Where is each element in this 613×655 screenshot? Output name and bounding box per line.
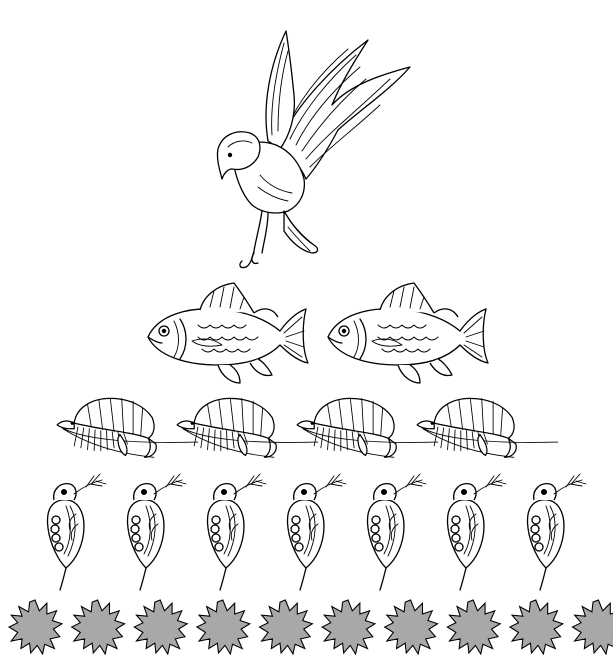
phytoplankton-icon bbox=[447, 600, 500, 654]
shrimp-icon bbox=[417, 398, 558, 457]
shrimp-icon bbox=[177, 398, 318, 457]
phytoplankton-icon bbox=[134, 600, 187, 654]
water-flea-icon bbox=[128, 474, 186, 590]
phytoplankton-icon bbox=[510, 600, 563, 654]
shrimp-level bbox=[57, 398, 558, 457]
fish-icon bbox=[328, 283, 488, 383]
shrimp-icon bbox=[297, 398, 438, 457]
water-flea-icon bbox=[368, 474, 426, 590]
phytoplankton-icon bbox=[72, 600, 125, 654]
water-flea-level bbox=[48, 474, 586, 590]
shrimp-icon bbox=[57, 398, 198, 457]
phytoplankton-icon bbox=[197, 600, 250, 654]
water-flea-icon bbox=[288, 474, 346, 590]
water-flea-icon bbox=[448, 474, 506, 590]
bird-level bbox=[217, 31, 410, 268]
phytoplankton-icon bbox=[572, 600, 613, 654]
water-flea-icon bbox=[208, 474, 266, 590]
phytoplankton-icon bbox=[385, 600, 438, 654]
phytoplankton-icon bbox=[9, 600, 62, 654]
water-flea-icon bbox=[528, 474, 586, 590]
fish-icon bbox=[148, 283, 308, 383]
phytoplankton-icon bbox=[322, 600, 375, 654]
phytoplankton-level bbox=[9, 600, 613, 654]
bird-of-prey-icon bbox=[217, 31, 410, 268]
phytoplankton-icon bbox=[259, 600, 312, 654]
fish-level bbox=[148, 283, 488, 383]
water-flea-icon bbox=[48, 474, 106, 590]
